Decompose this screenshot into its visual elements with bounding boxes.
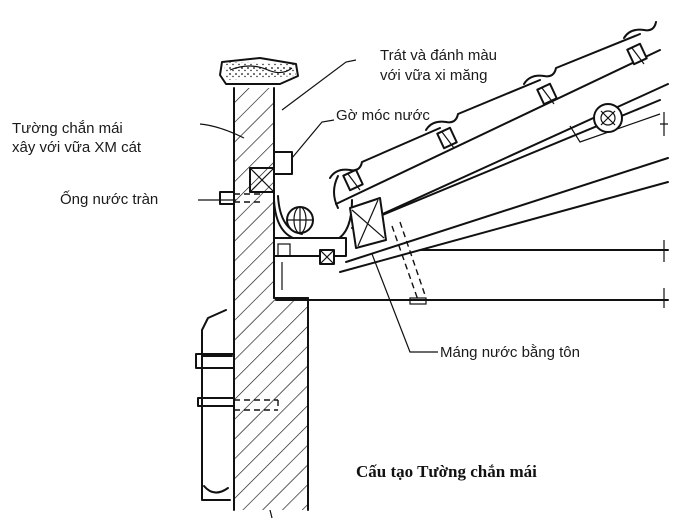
label-parapet-wall-line2: xây với vữa XM cát — [12, 139, 142, 156]
downpipe — [195, 309, 279, 501]
drip-ledge-block — [249, 151, 293, 193]
gutter-support — [273, 237, 347, 299]
rafter-bolt — [391, 221, 427, 305]
overflow-pipe — [219, 191, 262, 205]
tile-battens — [342, 42, 648, 192]
label-plaster-line1: Trát và đánh màu — [380, 47, 498, 64]
diagram-caption: Cấu tạo Tường chắn mái — [356, 462, 537, 481]
leader-lines — [198, 59, 438, 519]
round-purlin — [593, 103, 623, 133]
roof-rafters — [275, 49, 669, 301]
rafter-end — [349, 197, 387, 249]
label-plaster-line2: với vữa xi măng — [380, 67, 488, 84]
lower-wall — [233, 297, 309, 511]
label-parapet-wall-line1: Tường chắn mái — [12, 120, 123, 137]
metal-gutter — [273, 175, 353, 241]
label-overflow-pipe: Ống nước tràn — [60, 191, 159, 208]
label-drip-ledge: Gờ móc nước — [336, 107, 430, 124]
label-metal-gutter: Máng nước bằng tôn — [440, 344, 580, 361]
roof-tiles — [329, 21, 657, 179]
gutter-strainer — [286, 206, 314, 234]
dimension-ticks — [660, 112, 668, 308]
parapet-coping — [219, 57, 299, 85]
